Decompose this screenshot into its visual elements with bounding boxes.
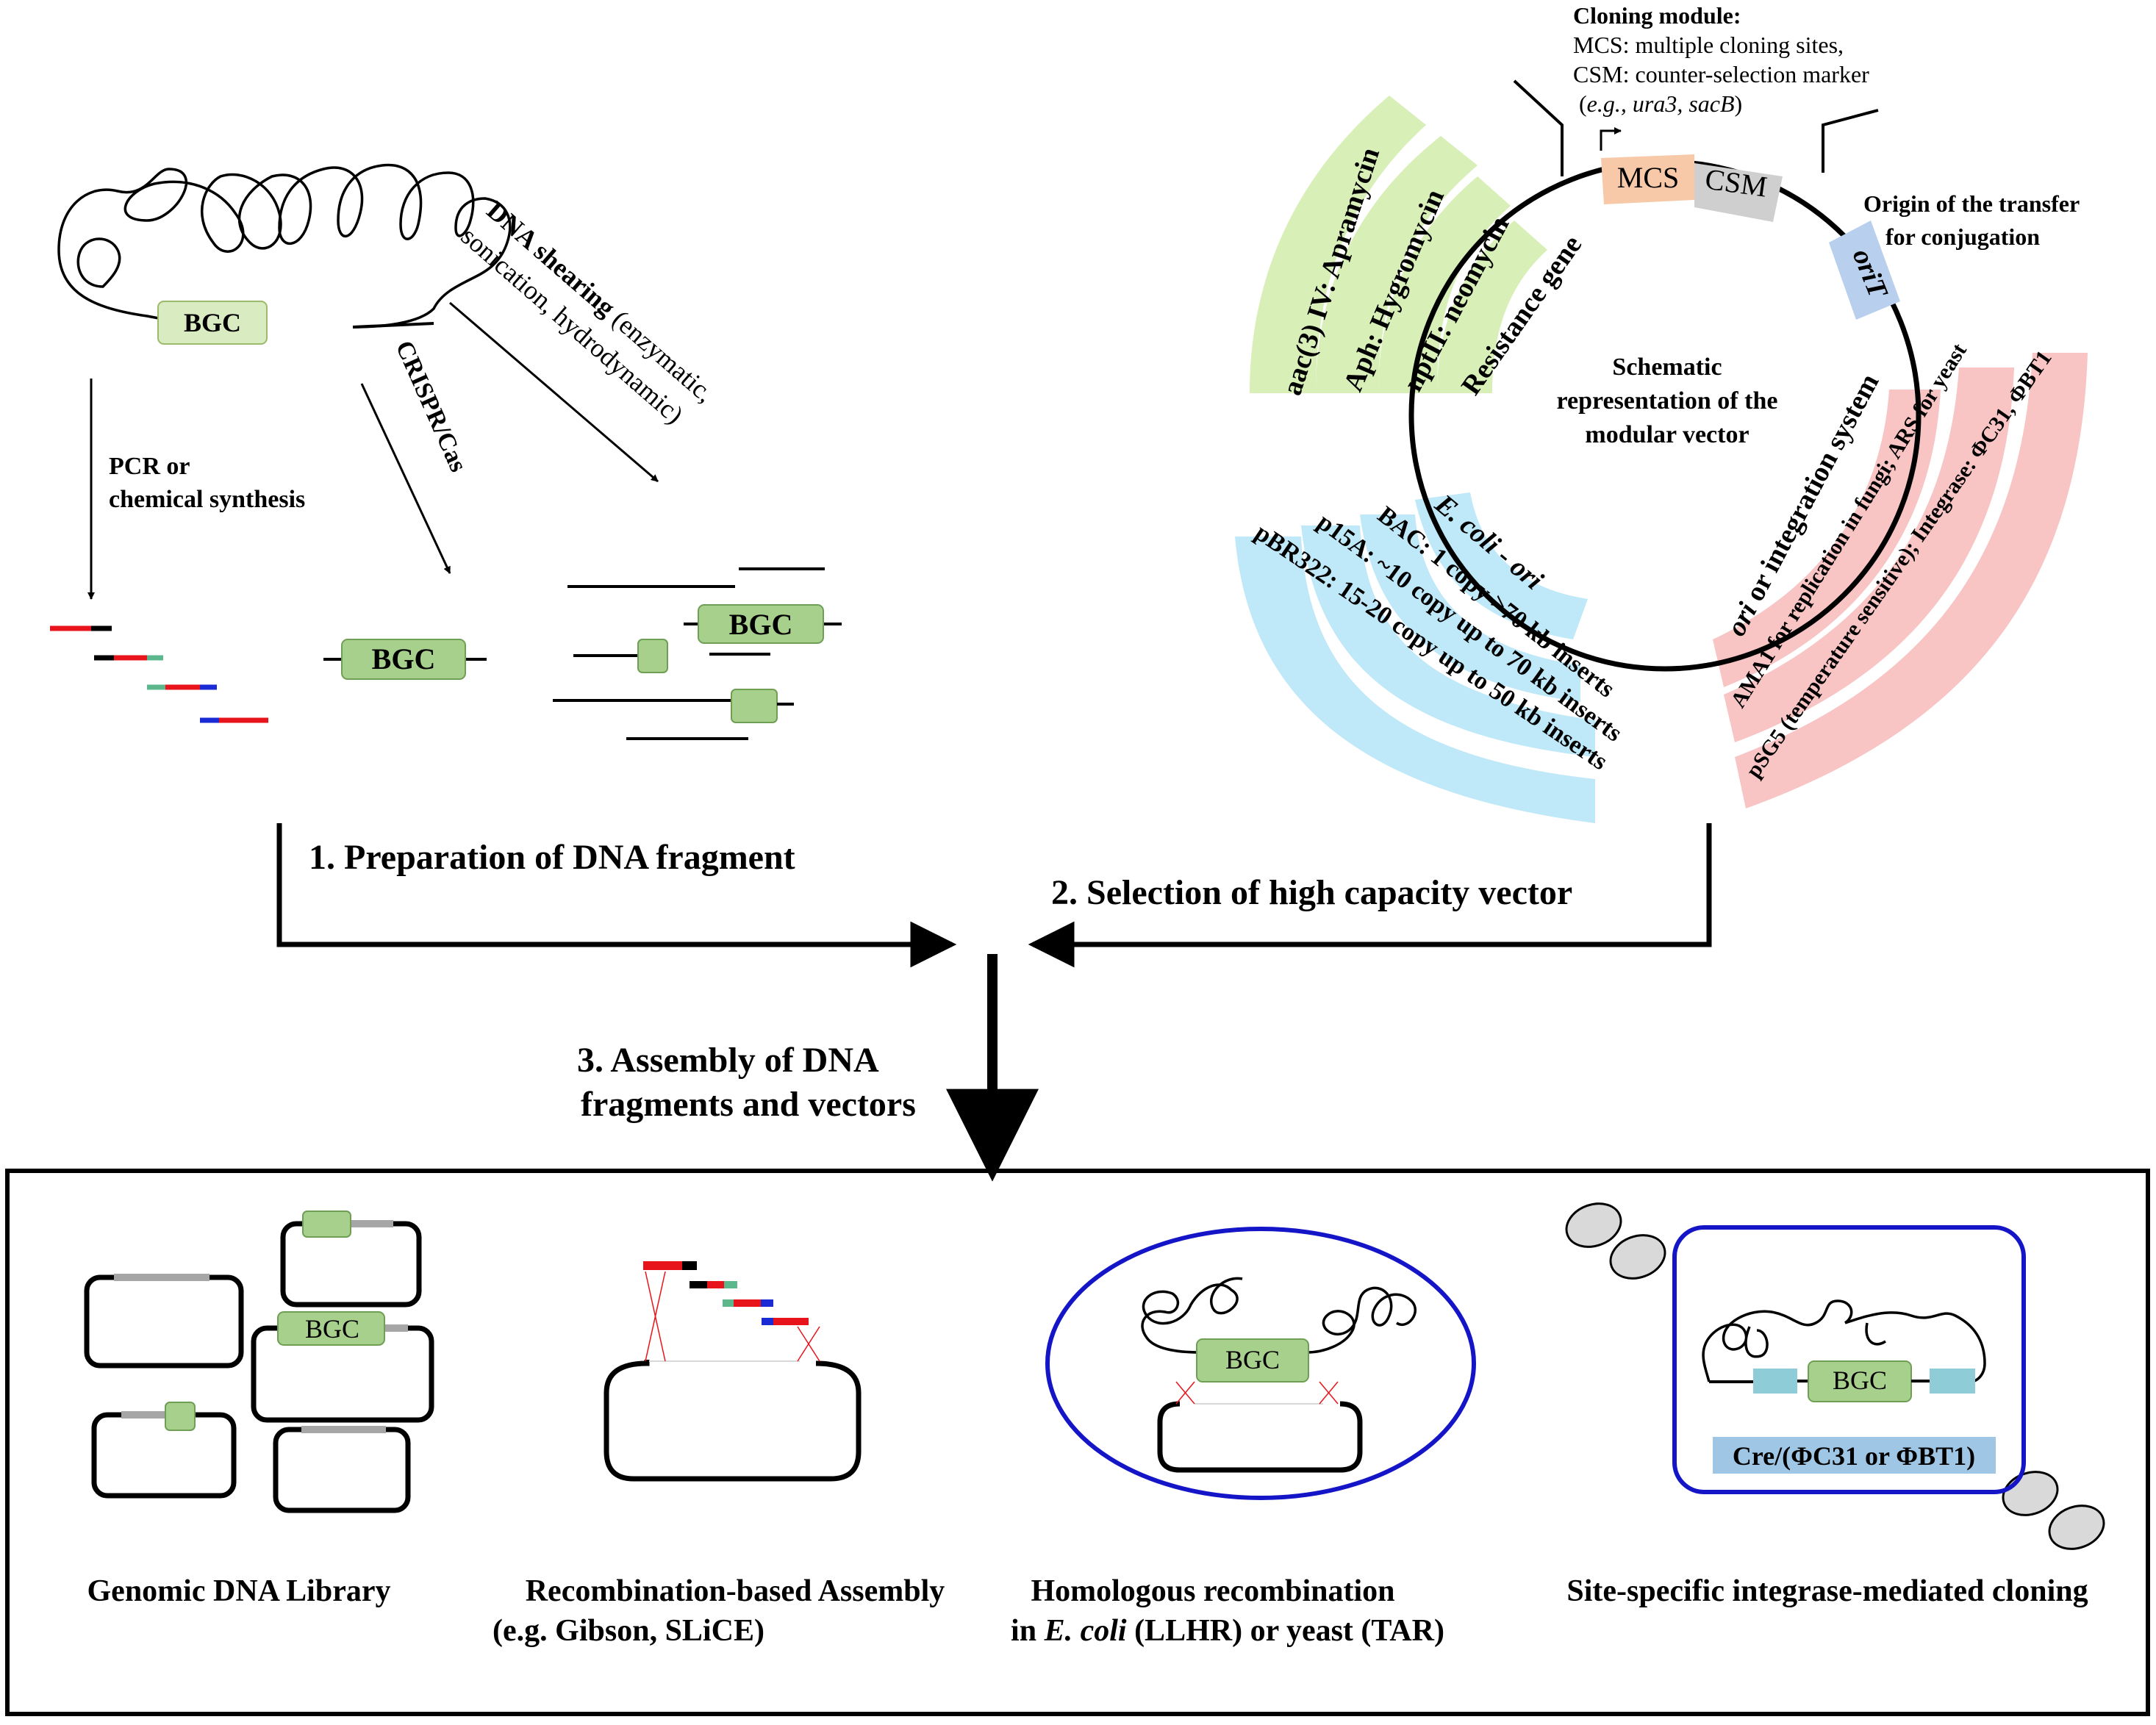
bgc-label-library: BGC — [305, 1314, 359, 1344]
bgc-label-site: BGC — [1833, 1366, 1887, 1395]
bgc-label-homologous: BGC — [1225, 1345, 1280, 1374]
cloning-line2: MCS: multiple cloning sites, — [1573, 32, 1844, 58]
origin-line1: Origin of the transfer — [1863, 190, 2080, 217]
step1-label: 1. Preparation of DNA fragment — [309, 838, 795, 877]
origin-line2: for conjugation — [1885, 223, 2040, 250]
cloning-line3: CSM: counter-selection marker — [1573, 61, 1869, 87]
bgc-box-genome — [157, 301, 268, 345]
recombination-assembly — [604, 1261, 862, 1482]
shearing-label-line1: DNA shearing (enzymatic, — [481, 196, 720, 408]
csm-box — [1694, 163, 1783, 222]
crispr-fragment — [323, 639, 487, 680]
pcr-fragments — [50, 625, 268, 723]
arrow-crispr — [360, 383, 451, 574]
homol-caption-line2: in E. coli (LLHR) or yeast (TAR) — [1011, 1614, 1444, 1648]
arrow-shearing — [449, 301, 659, 483]
cre-label: Cre/(ΦC31 or ΦBT1) — [1733, 1441, 1975, 1471]
cloning-bracket-right — [1822, 109, 1879, 173]
resistance-bands — [1250, 96, 1547, 393]
step3-label-line2: fragments and vectors — [581, 1085, 916, 1124]
crispr-label: CRISPR/Cas — [390, 337, 472, 476]
shearing-label-line2: sonication, hydrodynamic) — [456, 221, 690, 429]
vector-center-line1: Schematic — [1612, 354, 1722, 381]
site-caption: Site-specific integrase-mediated cloning — [1566, 1574, 2088, 1608]
bgc-label-genome: BGC — [184, 308, 241, 337]
step2-label: 2. Selection of high capacity vector — [1051, 873, 1572, 912]
step1-arrow — [276, 823, 957, 968]
ecoli-bands — [1235, 492, 1595, 823]
host-cell-ellipse — [1045, 1227, 1476, 1500]
step3-label-line1: 3. Assembly of DNA — [577, 1041, 879, 1080]
vector-center-line3: modular vector — [1585, 421, 1749, 448]
sheared-fragments — [553, 567, 842, 740]
vector-center-line2: representation of the — [1557, 387, 1778, 415]
step2-arrow — [1028, 823, 1712, 968]
pcr-label-line2: chemical synthesis — [109, 486, 305, 513]
site-specific-frame — [1672, 1225, 2026, 1494]
phage-ellipses — [1565, 1202, 2105, 1550]
bgc-label-crispr: BGC — [372, 642, 436, 675]
homol-caption-line1: Homologous recombination — [1031, 1574, 1394, 1608]
methods-frame — [5, 1169, 2150, 1716]
library-caption: Genomic DNA Library — [87, 1574, 391, 1608]
mcs-label: MCS — [1617, 161, 1680, 194]
recomb-caption-line2: (e.g. Gibson, SLiCE) — [493, 1614, 764, 1648]
genomic-dna-coil — [57, 163, 512, 329]
orit-box — [1829, 220, 1900, 320]
library-vectors — [84, 1211, 434, 1513]
promoter-arrow — [1600, 127, 1622, 151]
integration-bands — [1713, 353, 2088, 808]
pcr-label-line1: PCR or — [109, 453, 190, 480]
site-specific-construct — [1702, 1299, 1996, 1474]
recomb-caption-line1: Recombination-based Assembly — [526, 1574, 945, 1608]
bgc-label-sheared: BGC — [729, 608, 793, 641]
homologous-recombination — [1141, 1277, 1417, 1473]
cloning-line4: (e.g., ura3, sacB) — [1579, 90, 1742, 117]
cloning-title: Cloning module: — [1573, 2, 1741, 29]
mcs-box — [1601, 154, 1694, 204]
cloning-bracket-left — [1513, 79, 1564, 176]
